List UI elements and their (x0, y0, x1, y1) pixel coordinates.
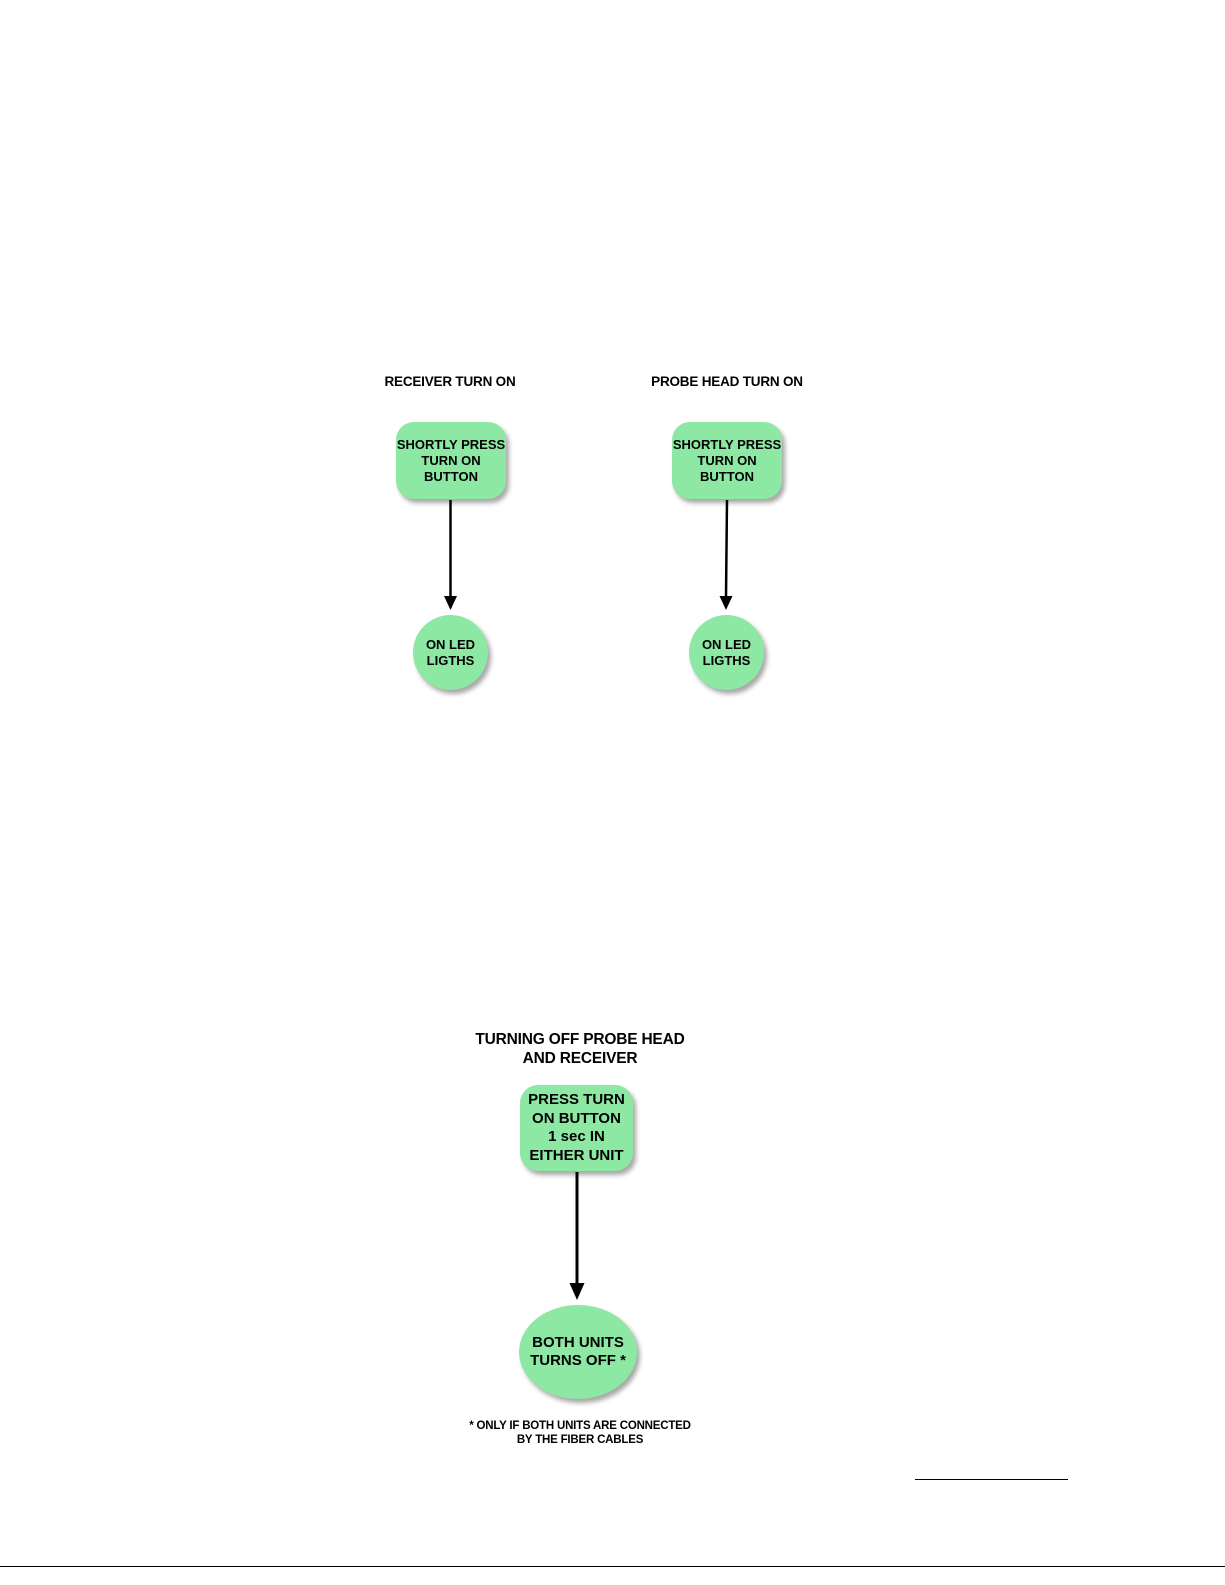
receiver-flow-title: RECEIVER TURN ON (370, 374, 530, 390)
receiver-press-button-node: SHORTLY PRESS TURN ON BUTTON (396, 422, 506, 499)
turn-off-press-button-node: PRESS TURN ON BUTTON 1 sec IN EITHER UNI… (520, 1085, 633, 1171)
turn-off-flow-title: TURNING OFF PROBE HEAD AND RECEIVER (460, 1030, 700, 1068)
turn-off-arrow (570, 1172, 585, 1300)
probe-head-arrow (720, 500, 733, 610)
probe-head-flow-title: PROBE HEAD TURN ON (637, 374, 817, 390)
receiver-arrow (444, 500, 457, 610)
probe-head-led-node: ON LED LIGTHS (689, 615, 764, 690)
receiver-led-node: ON LED LIGTHS (413, 615, 488, 690)
probe-head-press-button-node: SHORTLY PRESS TURN ON BUTTON (672, 422, 782, 499)
both-units-off-node: BOTH UNITS TURNS OFF * (519, 1305, 637, 1399)
page-bottom-rule (0, 1566, 1225, 1567)
signature-line (915, 1479, 1068, 1480)
turn-off-footnote: * ONLY IF BOTH UNITS ARE CONNECTED BY TH… (440, 1419, 720, 1447)
